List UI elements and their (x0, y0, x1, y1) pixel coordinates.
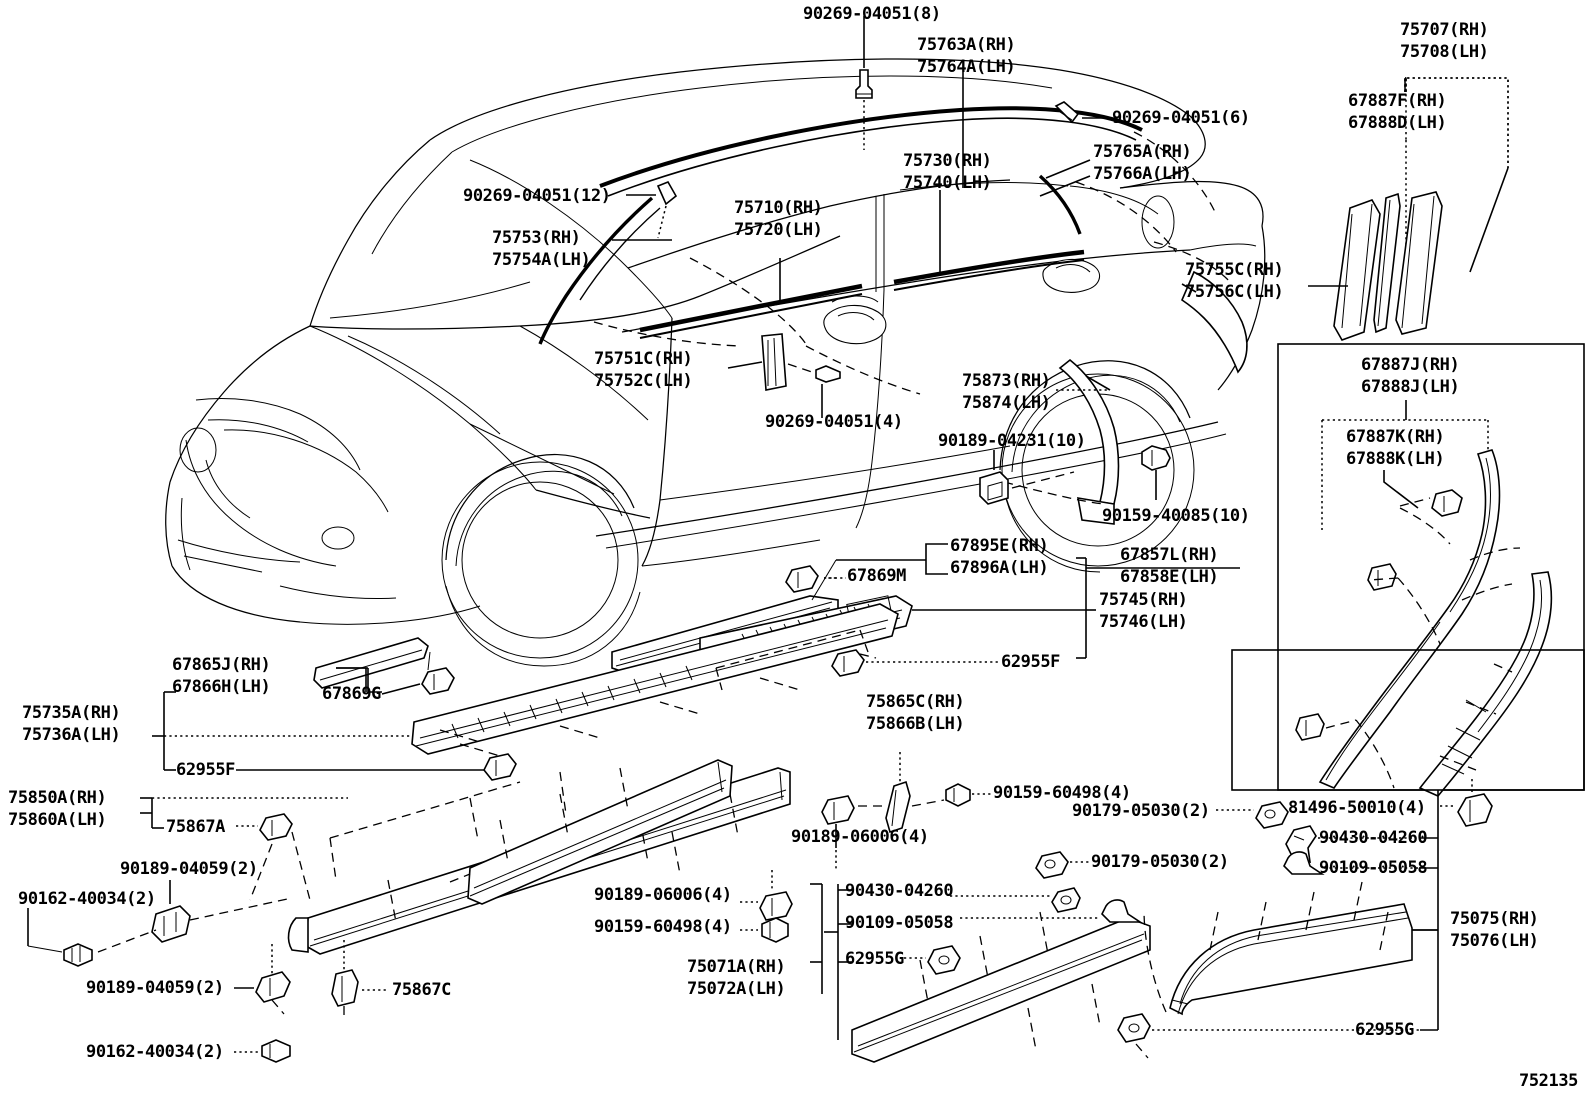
door-moulding-group (449, 752, 992, 943)
label-clip-90430-b: 90430-04260 (1319, 828, 1428, 848)
label-tape-rh: 67887F(RH) (1348, 91, 1447, 111)
label-tape-lh: 67888D(LH) (1348, 113, 1447, 133)
label-clip-62955g-a: 62955G (845, 949, 905, 969)
label-pillar-kit-rh: 75707(RH) (1400, 20, 1489, 40)
label-inset-j-lh: 67888J(LH) (1361, 377, 1460, 397)
label-inset-j-rh: 67887J(RH) (1361, 355, 1460, 375)
label-bracket-rh: 75865C(RH) (866, 692, 965, 712)
label-door-mould-rh: 75071A(RH) (687, 957, 786, 977)
label-belt-low-rh: 75735A(RH) (22, 703, 121, 723)
label-rocker-lh: 75746(LH) (1099, 612, 1188, 632)
label-inset-k-rh: 67887K(RH) (1346, 427, 1445, 447)
pillar-garnish-group (1308, 77, 1509, 341)
label-clip-4: 90269-04051(4) (765, 412, 903, 432)
label-rockpanel-lh: 75860A(LH) (8, 810, 107, 830)
label-clip-04231: 90189-04231(10) (938, 431, 1086, 451)
label-pillar-lh: 75752C(LH) (594, 371, 693, 391)
label-belt-front-lh: 75720(LH) (734, 220, 823, 240)
label-clip-75867a: 75867A (166, 817, 226, 837)
label-qtr-rh: 75765A(RH) (1093, 142, 1192, 162)
label-clip-04059-b: 90189-04059(2) (86, 978, 224, 998)
label-pillar-kit-lh: 75708(LH) (1400, 42, 1489, 62)
diagram-id: 752135 (1518, 1071, 1578, 1091)
label-clip-67869m: 67869M (847, 566, 907, 586)
label-nut-40085: 90159-40085(10) (1102, 506, 1250, 526)
label-bracket-lh: 75866B(LH) (866, 714, 965, 734)
label-clip-04059-a: 90189-04059(2) (120, 859, 258, 879)
label-clip-12: 90269-04051(12) (463, 186, 611, 206)
label-clip-06006-a: 90189-06006(4) (791, 827, 929, 847)
label-nut-60498-a: 90159-60498(4) (993, 783, 1131, 803)
label-belt-rear-lh: 75740(LH) (903, 173, 992, 193)
label-belt-rear-rh: 75730(RH) (903, 151, 992, 171)
label-qtr-mould-rh: 75075(RH) (1450, 909, 1539, 929)
label-ret-rh: 67895E(RH) (950, 536, 1049, 556)
label-clip-67869g: 67869G (322, 684, 382, 704)
label-arch-lh: 75874(LH) (962, 393, 1051, 413)
body-mouldings (538, 106, 1248, 525)
label-rockpanel-rh: 75850A(RH) (8, 788, 107, 808)
lower-right-mouldings (824, 649, 1585, 1063)
label-pillar-rh: 75751C(RH) (594, 349, 693, 369)
assembly-dashes (593, 131, 1233, 505)
label-door-mould-lh: 75072A(LH) (687, 979, 786, 999)
label-screw-40034-a: 90162-40034(2) (18, 889, 156, 909)
label-tape2-rh: 67857L(RH) (1120, 545, 1219, 565)
label-roof-drip-lh: 75764A(LH) (917, 57, 1016, 77)
label-roof-drip-rh: 75763A(RH) (917, 35, 1016, 55)
inset-panel (1277, 343, 1585, 797)
label-rocker-rh: 75745(RH) (1099, 590, 1188, 610)
label-clip-90430-a: 90430-04260 (845, 881, 954, 901)
label-wshield-rh: 75753(RH) (492, 228, 581, 248)
label-qtr-mould-lh: 75076(LH) (1450, 931, 1539, 951)
label-qtr-lh: 75766A(LH) (1093, 164, 1192, 184)
label-clip-90109-a: 90109-05058 (845, 913, 954, 933)
label-grom-lh: 67866H(LH) (172, 677, 271, 697)
label-clip-06006-b: 90189-06006(4) (594, 885, 732, 905)
label-clip-75867c: 75867C (392, 980, 452, 1000)
label-arch-rh: 75873(RH) (962, 371, 1051, 391)
leader-lines (140, 72, 1438, 994)
label-clip-62955g-b: 62955G (1355, 1020, 1415, 1040)
label-tape2-lh: 67858E(LH) (1120, 567, 1219, 587)
label-clip-90109-b: 90109-05058 (1319, 858, 1428, 878)
label-inset-k-lh: 67888K(LH) (1346, 449, 1445, 469)
label-belt-front-rh: 75710(RH) (734, 198, 823, 218)
label-wshield-lh: 75754A(LH) (492, 250, 591, 270)
label-nut-05030-b: 90179-05030(2) (1091, 852, 1229, 872)
label-nut-05030-a: 90179-05030(2) (1072, 801, 1210, 821)
label-belt-low-lh: 75736A(LH) (22, 725, 121, 745)
label-ret-lh: 67896A(LH) (950, 558, 1049, 578)
rocker-moulding-group (313, 565, 913, 781)
label-nut-60498-b: 90159-60498(4) (594, 917, 732, 937)
label-grom-rh: 67865J(RH) (172, 655, 271, 675)
label-clip-62955f-low: 62955F (176, 760, 236, 780)
label-screw-40034-b: 90162-40034(2) (86, 1042, 224, 1062)
label-clip-62955f-mid: 62955F (1001, 652, 1061, 672)
label-clip-81496: 81496-50010(4) (1288, 798, 1426, 818)
label-clip-roof-8: 90269-04051(8) (803, 4, 941, 24)
label-clip-roof-6: 90269-04051(6) (1112, 108, 1250, 128)
label-flare-rh: 75755C(RH) (1185, 260, 1284, 280)
fasteners-upper (626, 16, 1171, 505)
label-flare-lh: 75756C(LH) (1185, 282, 1284, 302)
